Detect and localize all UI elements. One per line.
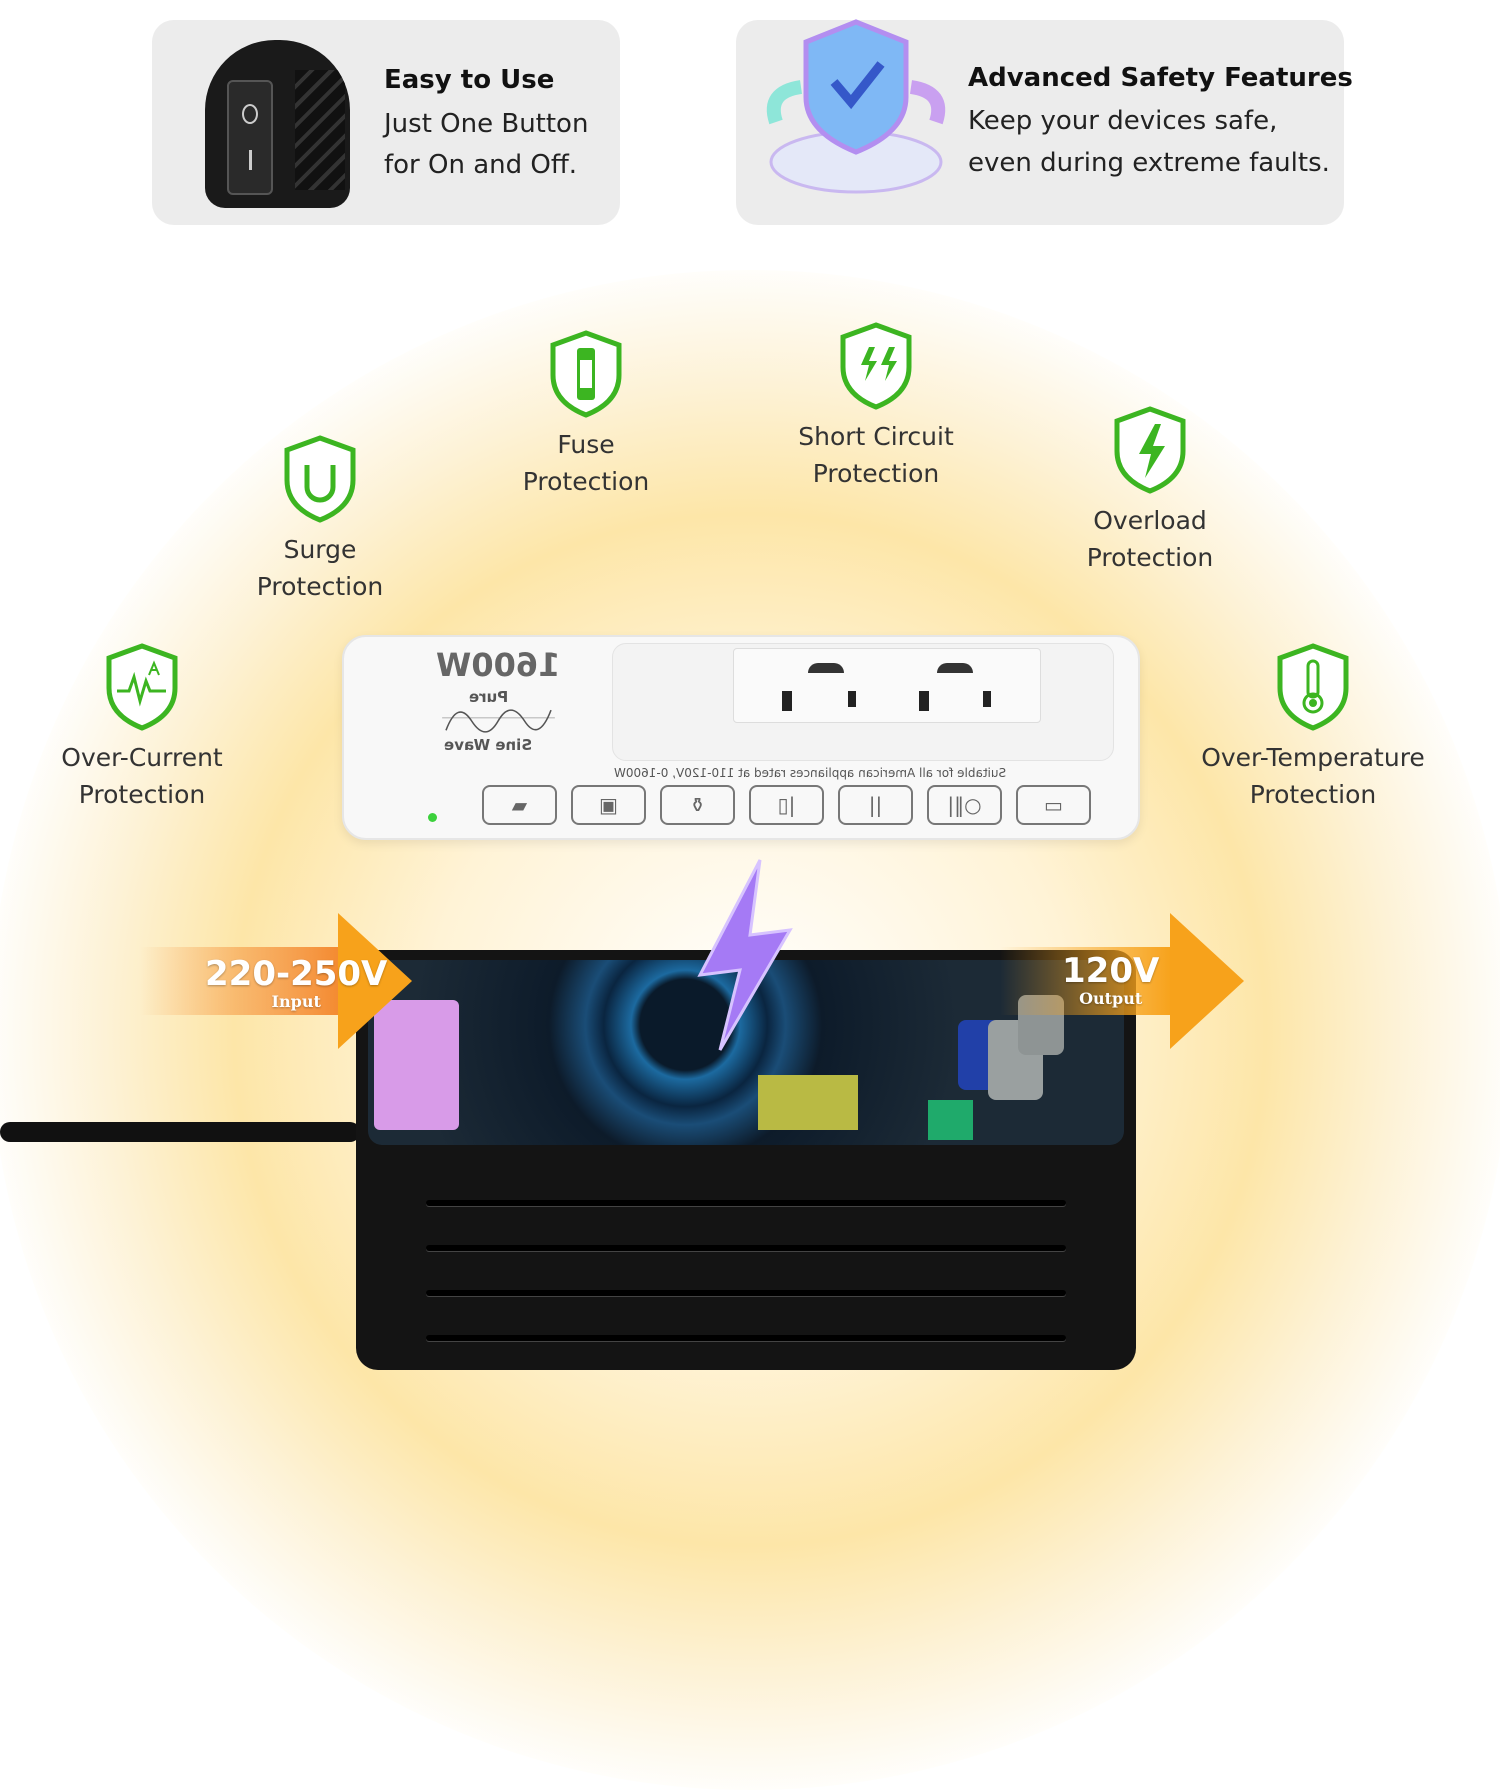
feature-label: Over-Temperature bbox=[1201, 743, 1425, 772]
blender-icon: ⚱ bbox=[660, 785, 735, 825]
outlet[interactable] bbox=[919, 663, 1009, 713]
input-arrow bbox=[140, 913, 412, 1049]
feature-label: Fuse bbox=[557, 430, 615, 459]
card-line: Keep your devices safe, bbox=[968, 106, 1278, 136]
power-cable bbox=[0, 1122, 360, 1142]
feature-label: Protection bbox=[812, 459, 940, 488]
feature-label: Protection bbox=[1086, 543, 1214, 572]
shaver-toothbrush-icon: ▯| bbox=[749, 785, 824, 825]
suitability-label: Suitable for all American appliances rat… bbox=[614, 766, 1007, 780]
feature-label: Protection bbox=[78, 780, 206, 809]
wattage-label: 1600W bbox=[436, 646, 561, 684]
input-label: Input bbox=[271, 992, 321, 1011]
short-circuit-shield-icon bbox=[840, 322, 912, 410]
feature-label: Protection bbox=[522, 467, 650, 496]
card-line: for On and Off. bbox=[384, 150, 578, 180]
vent-slot bbox=[426, 1335, 1066, 1341]
card-line: Just One Button bbox=[384, 109, 589, 139]
iron-icon: ▰ bbox=[482, 785, 557, 825]
power-led bbox=[428, 813, 437, 822]
surge-shield-icon bbox=[284, 435, 356, 523]
lightning-bolt-icon bbox=[697, 859, 793, 1051]
safety-card: Advanced Safety Features Keep your devic… bbox=[736, 19, 1353, 225]
feature-label: Surge bbox=[283, 535, 357, 564]
safety-shield-icon bbox=[766, 19, 946, 194]
feature-label: Over-Current bbox=[61, 743, 223, 772]
curling-iron-icon: || bbox=[838, 785, 913, 825]
vent-slot bbox=[426, 1200, 1066, 1206]
laptop-icon: ▭ bbox=[1016, 785, 1091, 825]
output-label: Output bbox=[1079, 989, 1143, 1008]
outlet-plate bbox=[733, 648, 1041, 723]
sine-wave-icon bbox=[442, 709, 555, 733]
fuse-shield-icon bbox=[550, 330, 622, 418]
vent-slot bbox=[426, 1290, 1066, 1296]
pure-label: Pure bbox=[469, 688, 509, 706]
feature-over-current: Over-Current Protection bbox=[12, 643, 272, 813]
feature-label: Protection bbox=[256, 572, 384, 601]
vent-slot bbox=[426, 1245, 1066, 1251]
input-voltage-value: 220-250V bbox=[205, 954, 388, 994]
inverter-lid: 1600W Pure Sine Wave Suitable for all Am… bbox=[342, 635, 1140, 840]
card-title: Easy to Use bbox=[384, 65, 555, 95]
feature-short-circuit: Short Circuit Protection bbox=[746, 322, 1006, 492]
rocker-switch-icon bbox=[205, 40, 350, 208]
easy-to-use-card: Easy to Use Just One Button for On and O… bbox=[152, 20, 620, 225]
thermometer-shield-icon bbox=[1277, 643, 1349, 731]
output-arrow bbox=[1000, 913, 1245, 1049]
over-current-shield-icon bbox=[106, 643, 178, 731]
feature-surge: Surge Protection bbox=[190, 435, 450, 605]
output-voltage-value: 120V bbox=[1062, 951, 1160, 991]
feature-label: Protection bbox=[1249, 780, 1377, 809]
overload-shield-icon bbox=[1114, 406, 1186, 494]
inverter-body bbox=[356, 950, 1136, 1370]
outlet-recess bbox=[612, 643, 1114, 761]
feature-label: Short Circuit bbox=[798, 422, 954, 451]
hair-tools-icon: |‖○ bbox=[927, 785, 1002, 825]
feature-overload: Overload Protection bbox=[1020, 406, 1280, 576]
rice-cooker-icon: ▣ bbox=[571, 785, 646, 825]
outlet[interactable] bbox=[782, 663, 872, 713]
feature-fuse: Fuse Protection bbox=[456, 330, 716, 500]
feature-label: Overload bbox=[1093, 506, 1207, 535]
card-line: even during extreme faults. bbox=[968, 148, 1330, 178]
feature-over-temperature: Over-Temperature Protection bbox=[1183, 643, 1443, 813]
card-title: Advanced Safety Features bbox=[968, 63, 1353, 93]
sine-wave-label: Sine Wave bbox=[444, 736, 533, 754]
